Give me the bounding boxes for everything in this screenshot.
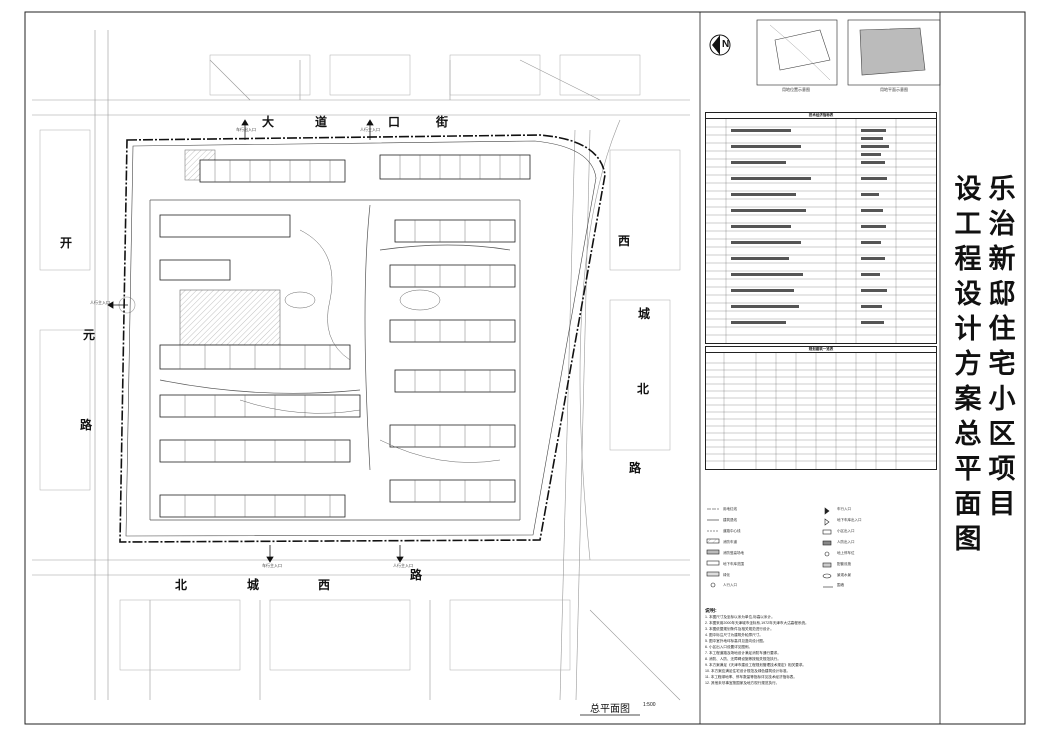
gate-label-north-right: 人行主入口 xyxy=(360,127,380,132)
title-char: 平 xyxy=(954,454,982,485)
legend-item: 围墙 xyxy=(837,583,844,587)
legend-item: 消防登高场地 xyxy=(723,551,744,555)
title-char: 程 xyxy=(954,244,982,275)
road-label-north-4: 街 xyxy=(436,115,449,129)
title-char: 新 xyxy=(988,244,1016,275)
notes-title: 说明: xyxy=(705,608,717,614)
title-char: 邸 xyxy=(988,279,1016,310)
gate-label-west: 人行主入口 xyxy=(90,300,110,305)
road-label-south-2: 城 xyxy=(247,578,260,592)
note-line: 1. 本图尺寸及坐标以米为单位,标高以米计。 xyxy=(705,615,775,619)
legend-item: 地下车库出入口 xyxy=(837,518,862,522)
title-char: 计 xyxy=(954,314,982,345)
legend-item: 人行入口 xyxy=(723,583,737,587)
legend: 用地红线 建筑退线 道路中心线 消防车道 消防登高场地 地下车库范围 绿化 人行… xyxy=(705,505,935,600)
road-label-west-2: 元 xyxy=(83,328,96,342)
legend-item: 配套设施 xyxy=(837,562,851,566)
note-line: 10. 本方案应满足住宅设计规范及绿色建筑设计标准。 xyxy=(705,669,791,673)
title-char: 项 xyxy=(988,454,1016,485)
legend-item: 地下车库范围 xyxy=(723,562,744,566)
plan-caption: 总平面图 xyxy=(590,704,630,715)
key-map-right-caption: 用地平面示意图 xyxy=(880,87,908,92)
legend-item: 车行入口 xyxy=(837,507,851,511)
title-column-1: 乐治新邸住宅小区项目 xyxy=(987,172,1017,522)
title-char: 方 xyxy=(954,349,982,380)
north-arrow-icon: N xyxy=(722,39,730,50)
note-line: 8. 消防、人防、无障碍设施等按相关规范执行。 xyxy=(705,657,781,661)
tech-table-title: 技术经济指标表 xyxy=(706,113,936,119)
note-line: 3. 本图依据规划条件及相关规范进行设计。 xyxy=(705,627,774,631)
note-line: 12. 其他未尽事宜按国家及地方现行规范执行。 xyxy=(705,681,780,685)
legend-item: 用地红线 xyxy=(723,507,737,511)
tech-table-grid xyxy=(706,119,936,343)
title-char: 区 xyxy=(988,419,1016,450)
title-char: 小 xyxy=(988,384,1016,415)
road-label-south-3: 西 xyxy=(318,578,331,592)
note-line: 5. 图中室外地坪标高详见竖向设计图。 xyxy=(705,639,767,643)
note-line: 2. 本图采用2000年天津城市坐标系,1972年天津市大沽高程系统。 xyxy=(705,621,809,625)
road-label-east-3: 北 xyxy=(637,382,650,396)
title-char: 乐 xyxy=(988,174,1016,205)
legend-swatches xyxy=(706,507,833,588)
title-char: 住 xyxy=(988,314,1016,345)
legend-item: 建筑退线 xyxy=(723,518,737,522)
road-label-west-3: 路 xyxy=(80,418,93,432)
gate-label-south-left: 车行主入口 xyxy=(262,563,282,568)
road-label-south-1: 北 xyxy=(175,578,188,592)
note-line: 7. 本工程道路及场地设计满足消防车通行要求。 xyxy=(705,651,781,655)
title-char: 总 xyxy=(954,419,982,450)
title-char: 设 xyxy=(954,174,982,205)
road-label-north-2: 道 xyxy=(315,115,328,129)
building-table-grid xyxy=(706,353,936,469)
title-char: 图 xyxy=(954,524,982,555)
title-char: 面 xyxy=(954,489,982,520)
legend-item: 地上停车位 xyxy=(837,551,855,555)
title-char: 工 xyxy=(954,209,982,240)
note-line: 11. 本工程绿地率、停车数量等指标详见技术经济指标表。 xyxy=(705,675,797,679)
tech-index-table: 技术经济指标表 xyxy=(705,112,937,344)
road-label-east-4: 路 xyxy=(629,461,642,475)
title-char: 设 xyxy=(954,279,982,310)
building-list-table: 规划建筑一览表 xyxy=(705,346,937,470)
legend-item: 道路中心线 xyxy=(723,529,741,533)
title-char: 治 xyxy=(988,209,1016,240)
note-line: 6. 小区出入口设置详见图例。 xyxy=(705,645,753,649)
legend-item: 绿化 xyxy=(723,573,730,577)
legend-item: 人防出入口 xyxy=(837,540,855,544)
road-label-north-3: 口 xyxy=(388,115,401,129)
road-label-east-2: 城 xyxy=(638,307,651,321)
road-label-south-4: 路 xyxy=(410,568,423,582)
road-label-east-1: 西 xyxy=(618,234,631,248)
note-line: 4. 图中标注尺寸为建筑外轮廓尺寸。 xyxy=(705,633,763,637)
title-char: 目 xyxy=(988,489,1016,520)
gate-label-north-left: 车行出入口 xyxy=(236,127,256,132)
legend-item: 消防车道 xyxy=(723,540,737,544)
legend-item: 小区出入口 xyxy=(837,529,855,533)
gate-label-south-right: 人行主入口 xyxy=(393,563,413,568)
title-char: 宅 xyxy=(988,349,1016,380)
plan-scale: 1:500 xyxy=(643,702,656,708)
note-line: 9. 本方案满足《天津市建设工程规划管理技术规定》相关要求。 xyxy=(705,663,807,667)
legend-item: 景观水景 xyxy=(837,573,851,577)
building-table-title: 规划建筑一览表 xyxy=(706,347,936,353)
road-label-north-1: 大 xyxy=(262,115,275,129)
design-notes: 说明: 1. 本图尺寸及坐标以米为单位,标高以米计。 2. 本图采用2000年天… xyxy=(705,608,935,686)
title-char: 案 xyxy=(954,384,982,415)
road-label-west-1: 开 xyxy=(60,236,73,250)
key-map-left-caption: 用地位置示意图 xyxy=(782,87,810,92)
title-column-2: 设工程设计方案总平面图 xyxy=(953,172,983,557)
